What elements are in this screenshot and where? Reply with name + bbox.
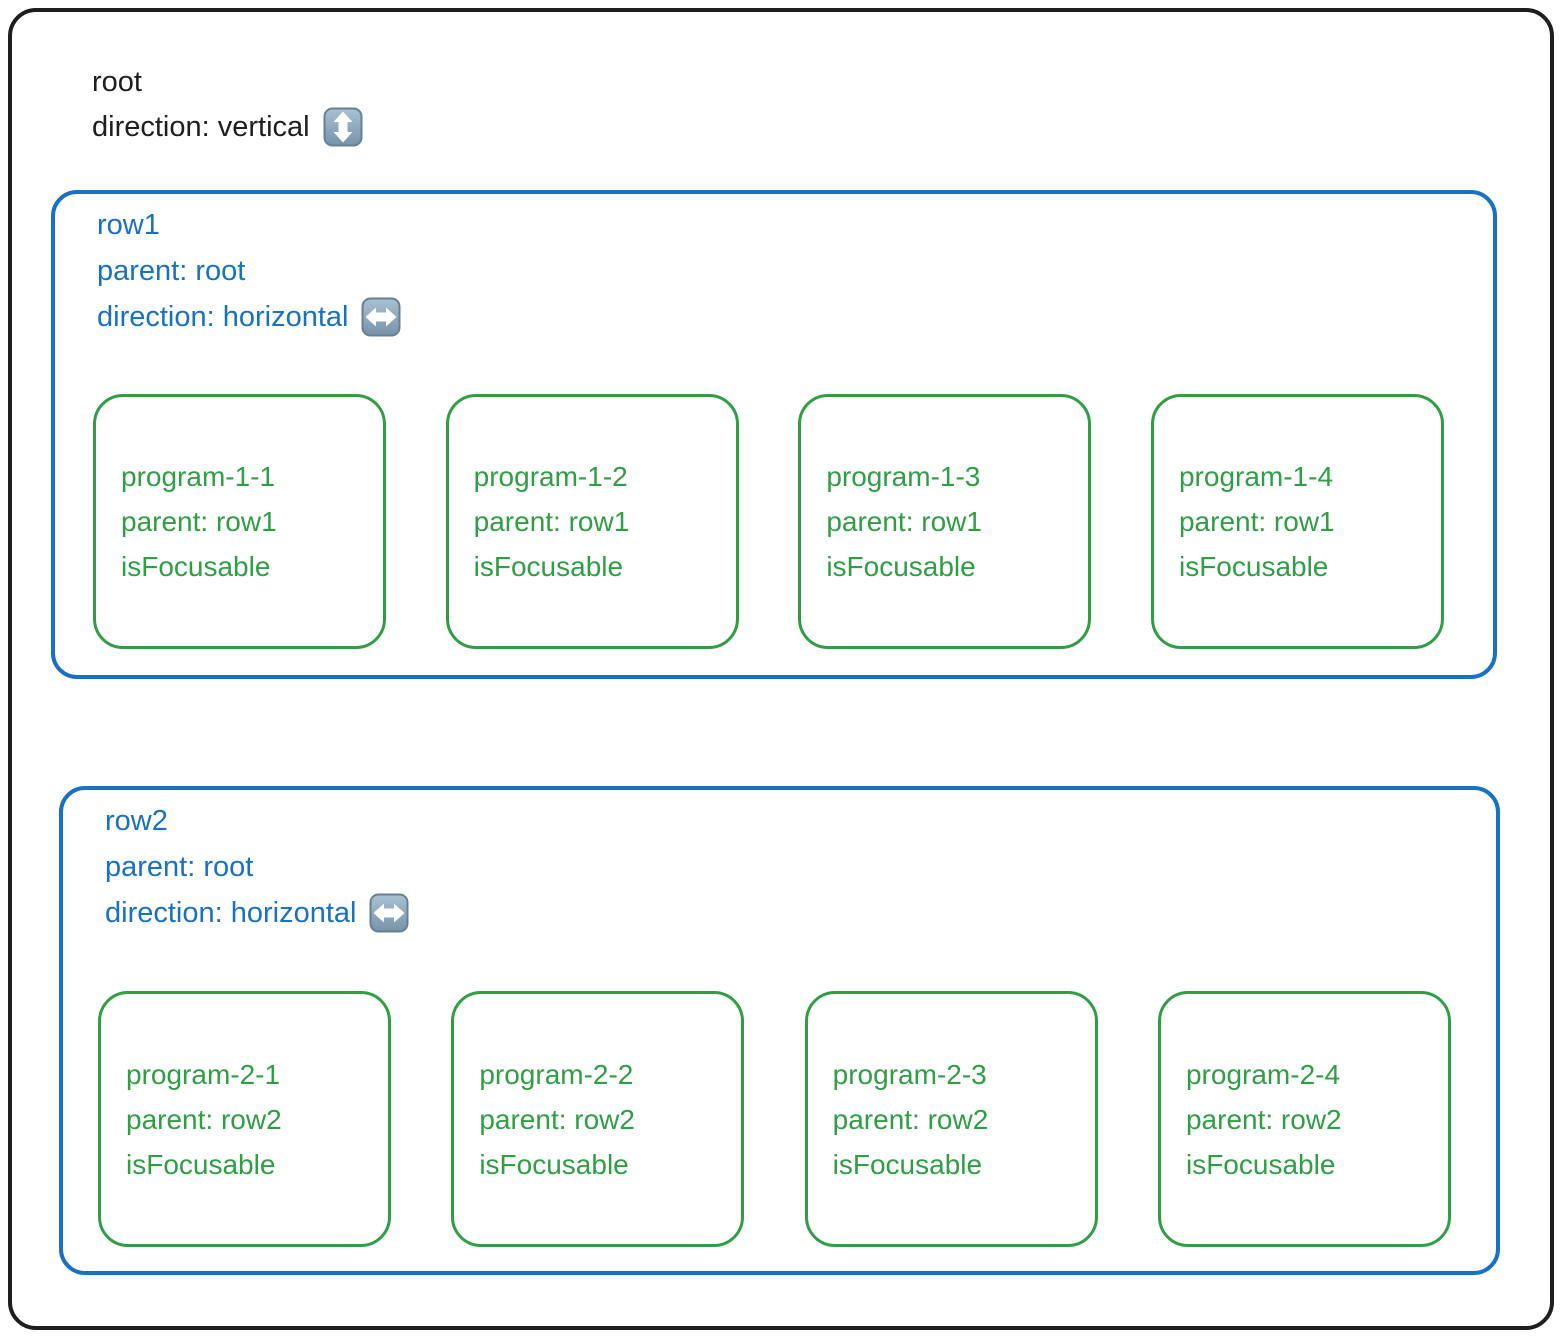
root-node-label: root direction: vertical <box>92 60 363 150</box>
program-1-4-box: program-1-4 parent: row1 isFocusable <box>1150 394 1444 649</box>
program-parent-label: parent: row2 <box>832 1103 989 1135</box>
row2-programs: program-2-1 parent: row2 isFocusable pro… <box>98 991 1451 1247</box>
program-title: program-2-3 <box>832 1058 987 1090</box>
program-title: program-1-1 <box>121 461 276 492</box>
program-parent-label: parent: row2 <box>126 1103 282 1135</box>
program-parent-label: parent: row1 <box>473 506 630 537</box>
row-parent-label: parent: root <box>97 255 246 287</box>
left-right-arrow-icon <box>369 893 409 933</box>
program-1-1-box: program-1-1 parent: row1 isFocusable <box>93 394 386 649</box>
program-parent-label: parent: row1 <box>1178 506 1335 537</box>
program-2-3-box: program-2-3 parent: row2 isFocusable <box>804 991 1098 1247</box>
up-down-arrow-icon <box>323 107 363 147</box>
program-focusable-label: isFocusable <box>826 551 976 582</box>
program-title: program-2-2 <box>479 1058 634 1090</box>
row-title: row2 <box>105 805 168 837</box>
row-direction-line: direction: horizontal <box>97 294 401 340</box>
program-parent-label: parent: row1 <box>826 506 982 537</box>
program-title: program-1-3 <box>826 461 981 492</box>
row1-programs: program-1-1 parent: row1 isFocusable pro… <box>93 394 1444 649</box>
row-direction-label: direction: horizontal <box>97 301 349 333</box>
program-title: program-1-2 <box>473 461 628 492</box>
root-direction-label: direction: vertical <box>92 111 310 143</box>
root-node-title: root <box>92 66 142 98</box>
program-title: program-2-1 <box>126 1058 281 1090</box>
program-title: program-1-4 <box>1178 461 1334 492</box>
program-1-2-box: program-1-2 parent: row1 isFocusable <box>445 394 739 649</box>
program-parent-label: parent: row2 <box>479 1103 635 1135</box>
row-parent-label: parent: root <box>105 851 254 883</box>
program-parent-label: parent: row1 <box>121 506 277 537</box>
row1-box: row1 parent: root direction: horizontal … <box>51 190 1497 679</box>
root-node-box: root direction: vertical row1 parent: ro… <box>8 8 1554 1330</box>
program-1-3-box: program-1-3 parent: row1 isFocusable <box>798 394 1092 649</box>
root-direction-line: direction: vertical <box>92 105 363 150</box>
program-focusable-label: isFocusable <box>121 551 271 582</box>
program-focusable-label: isFocusable <box>126 1148 276 1180</box>
row-title: row1 <box>97 209 160 241</box>
left-right-arrow-icon <box>361 297 401 337</box>
row-direction-line: direction: horizontal <box>105 890 409 936</box>
row2-label: row2 parent: root direction: horizontal <box>105 798 409 936</box>
program-2-2-box: program-2-2 parent: row2 isFocusable <box>451 991 745 1247</box>
program-focusable-label: isFocusable <box>479 1148 629 1180</box>
row2-box: row2 parent: root direction: horizontal … <box>59 786 1500 1275</box>
program-focusable-label: isFocusable <box>832 1148 983 1180</box>
row-direction-label: direction: horizontal <box>105 897 357 929</box>
program-parent-label: parent: row2 <box>1185 1103 1342 1135</box>
program-focusable-label: isFocusable <box>1185 1148 1336 1180</box>
row1-label: row1 parent: root direction: horizontal <box>97 202 401 340</box>
program-title: program-2-4 <box>1185 1058 1341 1090</box>
program-focusable-label: isFocusable <box>473 551 624 582</box>
program-2-4-box: program-2-4 parent: row2 isFocusable <box>1157 991 1451 1247</box>
program-2-1-box: program-2-1 parent: row2 isFocusable <box>98 991 391 1247</box>
program-focusable-label: isFocusable <box>1178 551 1329 582</box>
